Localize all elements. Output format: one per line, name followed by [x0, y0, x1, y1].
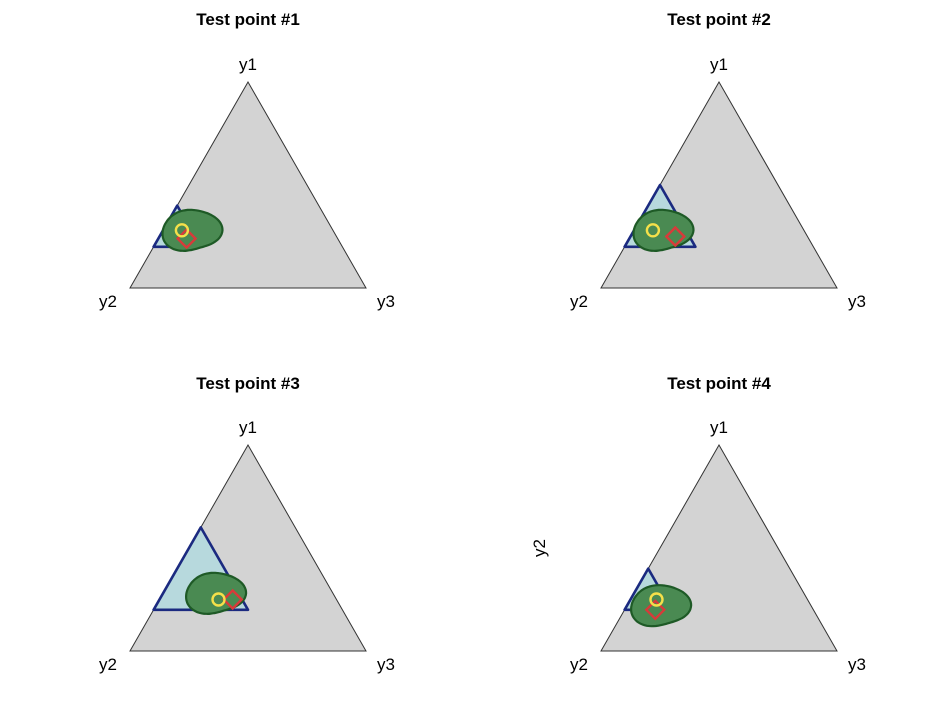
simplex-triangle [600, 80, 838, 289]
vertex-label-y2: y2 [570, 655, 588, 674]
vertex-label-y1: y1 [710, 55, 728, 74]
vertex-label-y2: y2 [99, 292, 117, 311]
circle-marker [211, 592, 226, 607]
vertex-label-y1: y1 [239, 55, 257, 74]
density-blob [161, 208, 224, 252]
vertex-label-y1: y1 [239, 418, 257, 437]
ternary-panel-2: Test point #2 y1 y2 y3 [570, 10, 866, 311]
circle-marker [174, 223, 190, 238]
vertex-label-y2: y2 [99, 655, 117, 674]
density-blob [632, 208, 695, 252]
vertex-label-y3: y3 [377, 292, 395, 311]
vertex-label-y1: y1 [710, 418, 728, 437]
panel-title: Test point #1 [196, 10, 300, 29]
diamond-marker [644, 599, 666, 621]
panel-title: Test point #2 [667, 10, 771, 29]
panel-title: Test point #4 [667, 374, 771, 393]
vertex-label-y2: y2 [570, 292, 588, 311]
ternary-panel-4: Test point #4 y1 y2 y3 [570, 374, 866, 674]
vertex-label-y3: y3 [377, 655, 395, 674]
ternary-panel-3: Test point #3 y1 y2 y3 [99, 374, 395, 674]
vertex-label-y3: y3 [848, 292, 866, 311]
panel-title: Test point #3 [196, 374, 300, 393]
simplex-triangle [129, 80, 367, 289]
diamond-marker [664, 225, 686, 248]
stray-y2-label: y2 [530, 539, 549, 557]
circle-marker [645, 223, 661, 238]
simplex-triangle [129, 443, 367, 652]
vertex-label-y3: y3 [848, 655, 866, 674]
ternary-panel-1: Test point #1 y1 y2 y3 [99, 10, 395, 311]
diamond-marker [222, 588, 244, 611]
circle-marker [649, 592, 664, 607]
